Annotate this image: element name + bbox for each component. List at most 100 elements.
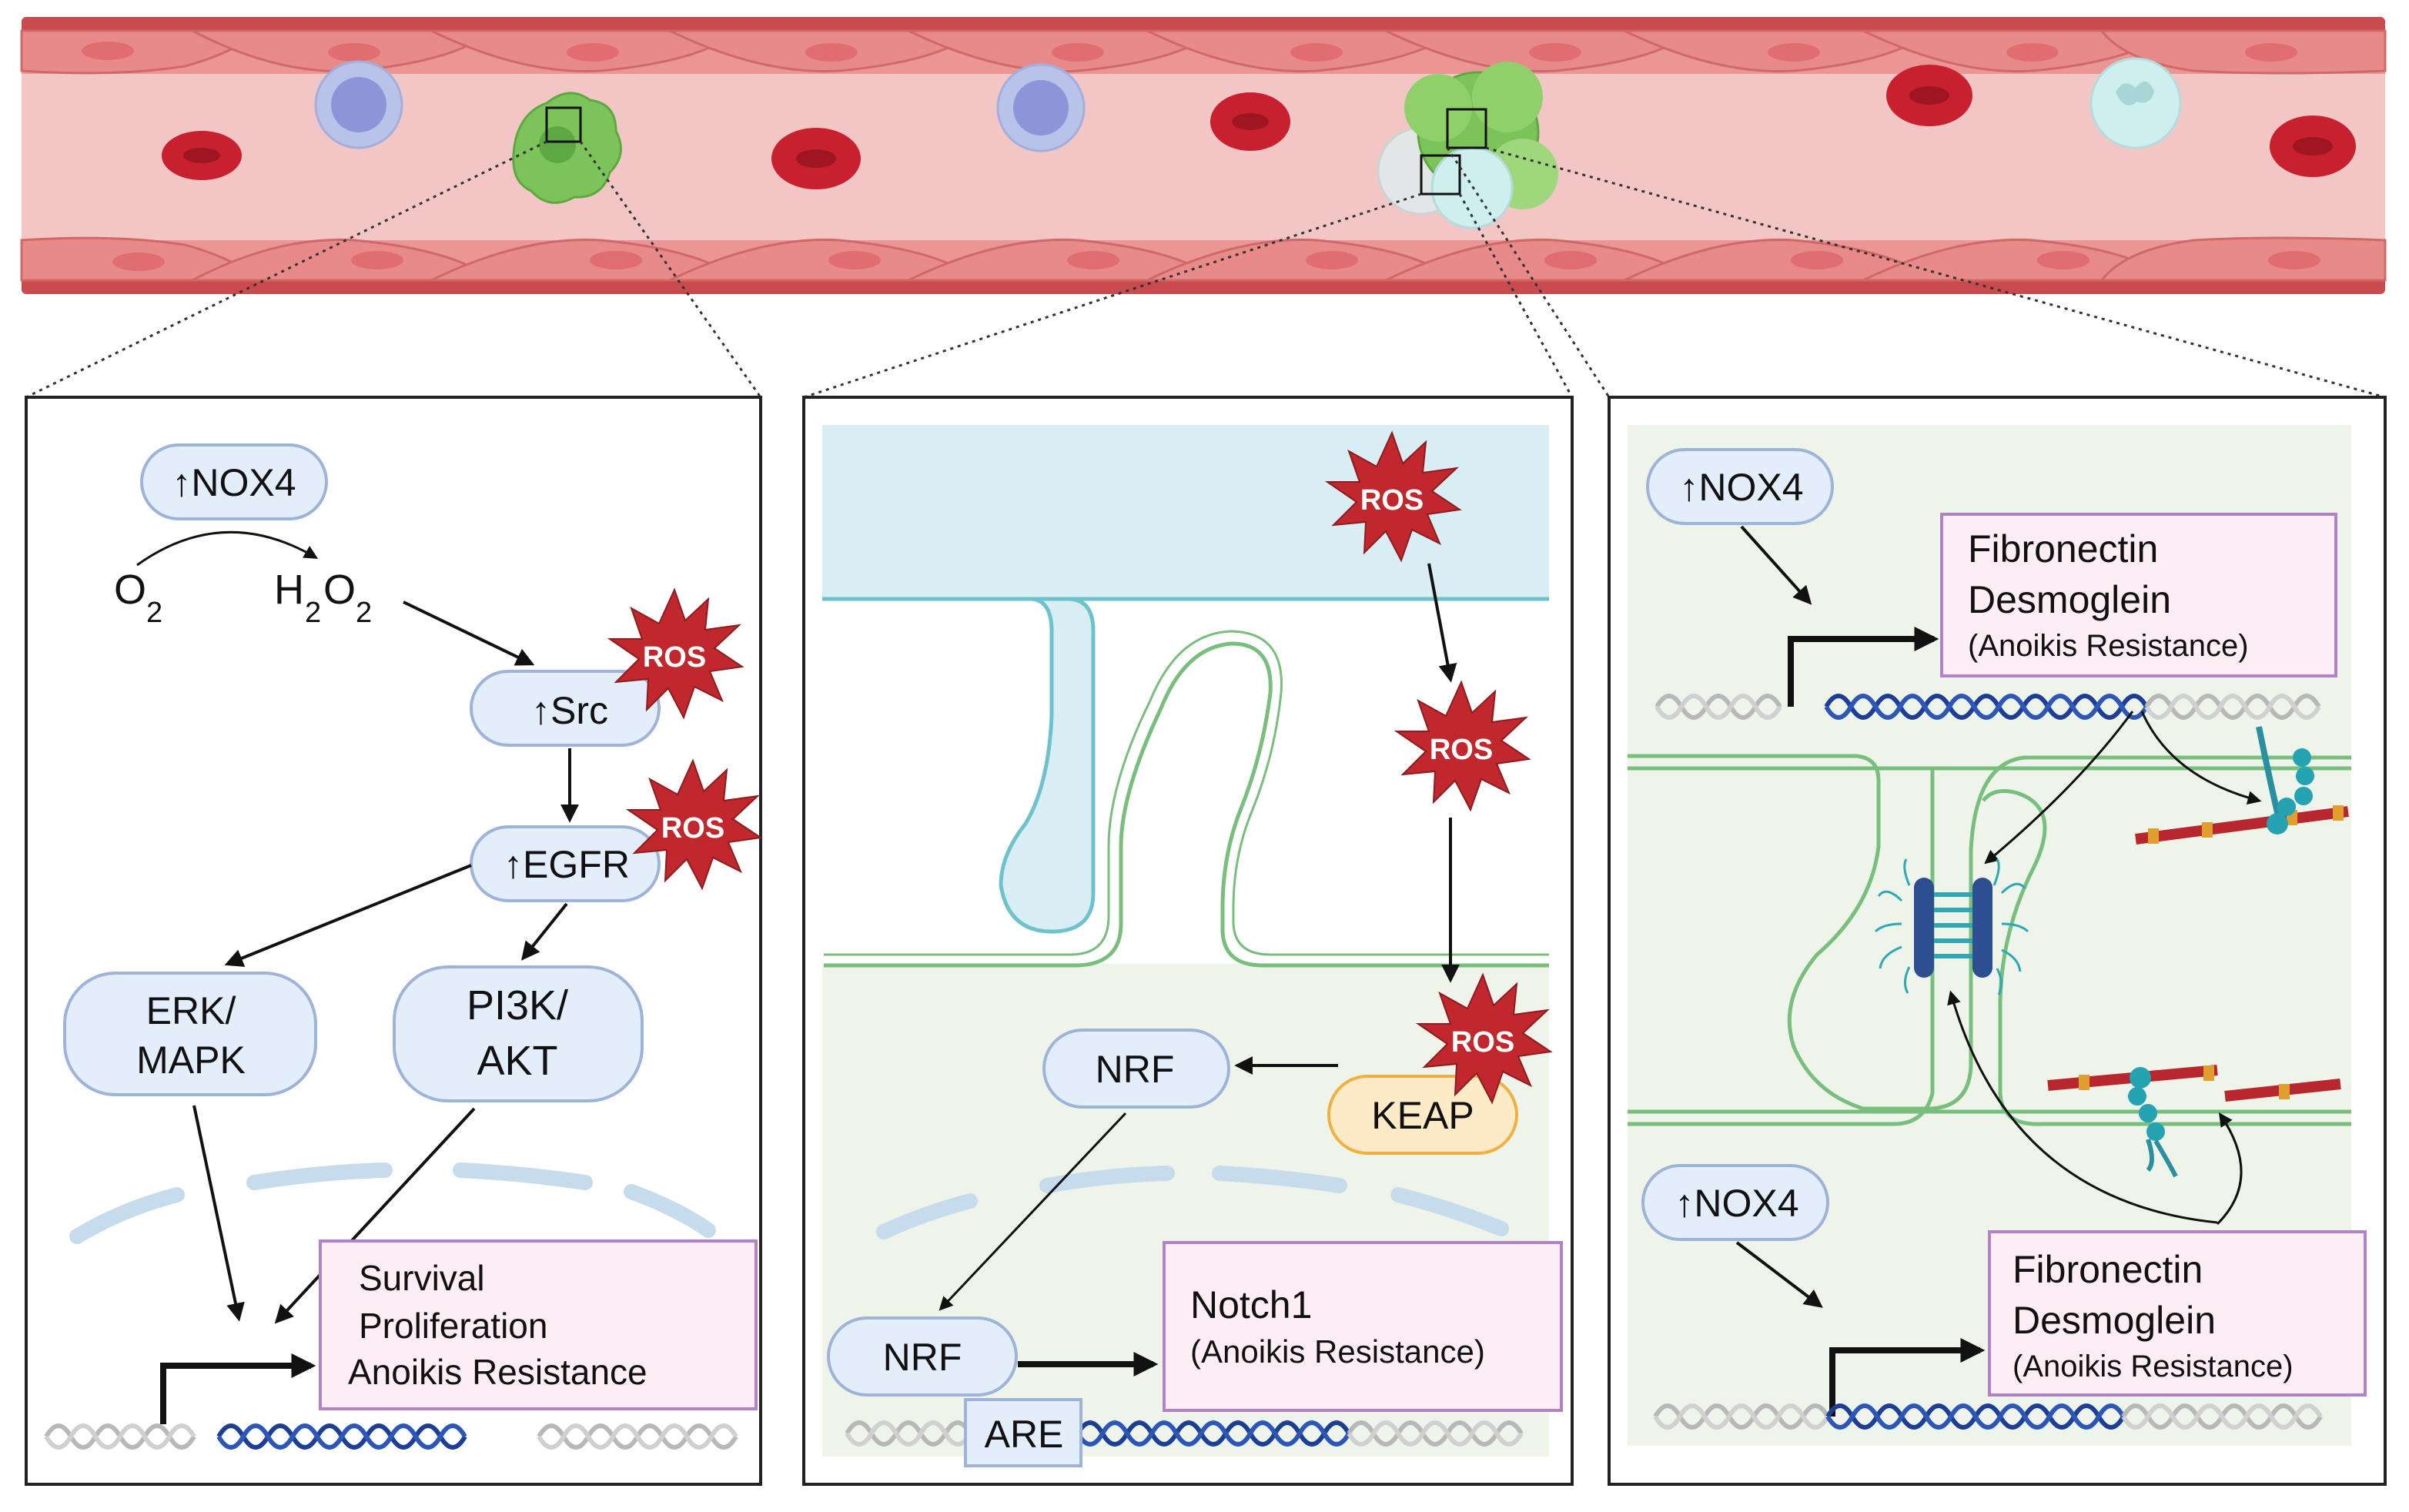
notch-line2: (Anoikis Resistance) [1190,1333,1485,1370]
o2-to-h2o2-arrow [136,530,319,567]
src-node: ↑Src [470,670,661,747]
erk-label-line2: MAPK [136,1039,246,1082]
desmosome-icon [1874,858,2029,995]
top-line2: Desmoglein [1968,578,2171,621]
svg-text:2: 2 [305,597,321,629]
svg-text:2: 2 [356,597,372,629]
h2o2-to-src-arrow [403,600,535,666]
bottom-to-desmosome-arrow [1947,990,2218,1224]
nox4-top-arrow [1740,525,1812,605]
endothelium-bottom [20,236,2387,282]
ros-burst: ROS [1415,972,1553,1105]
ros-burst: ROS [625,758,763,891]
zoom-lines [25,140,2386,399]
adhesion-genes-bottom-box: Fibronectin Desmoglein (Anoikis Resistan… [1988,1230,2367,1397]
outcome-line1: Survival [359,1258,485,1298]
egfr-label: ↑EGFR [504,843,630,886]
ros-burst: ROS [1324,430,1462,563]
ros-label: ROS [1360,484,1424,517]
ros-label: ROS [643,641,706,674]
erk-to-gene-arrow [192,1105,245,1322]
nox4-top-node: ↑NOX4 [1646,448,1834,525]
red-blood-cell [1886,65,1972,126]
are-label: ARE [985,1413,1064,1456]
nox4-top-label: ↑NOX4 [1679,466,1803,509]
notch1-box: Notch1 (Anoikis Resistance) [1163,1241,1563,1412]
top-line1: Fibronectin [1968,527,2158,570]
top-line3: (Anoikis Resistance) [1968,629,2249,663]
h2o2-label: H 2 O 2 [274,567,372,629]
keap-node: KEAP [1327,1075,1518,1155]
red-blood-cell [162,131,242,180]
erk-label-line1: ERK/ [146,989,236,1032]
pi3k-label-line2: AKT [477,1038,557,1084]
ros-entry-arrow [1427,563,1457,683]
nrf-translocation-arrow [939,1112,1127,1311]
outcome-line3: Anoikis Resistance [348,1352,647,1392]
adhesion-genes-top-box: Fibronectin Desmoglein (Anoikis Resistan… [1940,513,2337,677]
nox4-node: ↑NOX4 [140,443,328,520]
bottom-line2: Desmoglein [2013,1299,2216,1342]
outcome-line2: Proliferation [359,1306,547,1346]
red-blood-cell [1210,92,1290,151]
neutrophil-cell [2089,57,2182,149]
svg-text:H: H [274,567,304,613]
transcription-start-arrow [1829,1338,1986,1417]
egfr-node: ↑EGFR [470,825,661,902]
src-label: ↑Src [531,689,608,732]
pi3k-to-gene-arrow [274,1107,476,1324]
red-blood-cell [771,128,861,189]
pi3k-akt-node: PI3K/ AKT [393,965,644,1102]
svg-text:O: O [323,567,356,613]
egfr-to-erk-arrow [224,864,472,967]
o2-label: O 2 [114,567,162,629]
nrf-top-label: NRF [1096,1048,1175,1091]
extracellular-protrusion [824,597,1096,934]
ros-label: ROS [661,812,724,845]
ros-label: ROS [1451,1026,1514,1059]
nrf-bottom-label: NRF [883,1336,962,1379]
red-blood-cell [2270,115,2356,177]
endothelium-nuclei-top [82,42,2297,62]
white-blood-cell [996,63,1086,152]
nuclear-envelope [69,1162,716,1244]
svg-text:O: O [114,567,146,613]
cell-membrane-outer [824,630,1549,956]
transcription-start-arrow [1788,627,1939,707]
nox4-bottom-label: ↑NOX4 [1675,1182,1798,1225]
blood-vessel [20,17,2387,294]
fibronectin-top-icon [2135,726,2349,845]
nrf-cytoplasm-node: NRF [1042,1029,1230,1109]
ros-label: ROS [1430,734,1493,766]
cell-membrane [824,641,1549,968]
fibronectin-bottom-icon [2047,1065,2341,1178]
top-to-fibronectin-arrow [2140,711,2262,805]
dna-strand [845,1420,1524,1447]
top-to-desmosome-arrow [1984,711,2134,865]
panel-nrf-signaling: ROS ROS KEAP ROS NRF N [802,396,1574,1486]
nrf-nucleus-node: NRF [827,1316,1018,1397]
dna-strand [44,1423,738,1450]
nuclear-envelope [876,1166,1509,1239]
bottom-line3: (Anoikis Resistance) [2013,1350,2294,1383]
bottom-to-fibronectin-arrow [2216,1112,2243,1226]
endothelium-nuclei-bottom [112,251,2320,271]
erk-mapk-node: ERK/ MAPK [63,972,317,1096]
circulating-tumor-cell [512,92,622,204]
nox4-label: ↑NOX4 [172,461,296,504]
ros-burst: ROS [1394,680,1531,812]
panel-adhesion-signaling: ↑NOX4 Fibronectin Desmoglein (Anoikis Re… [1608,396,2387,1486]
svg-text:2: 2 [146,597,162,629]
white-blood-cell [314,60,403,149]
dna-strand [1655,694,2321,720]
bottom-line1: Fibronectin [2013,1248,2203,1291]
keap-label: KEAP [1371,1094,1474,1137]
egfr-to-pi3k-arrow [521,902,568,961]
transcription-start-arrow [160,1353,316,1424]
ros-burst: ROS [607,587,744,720]
panel-nox4-signaling: ↑NOX4 O 2 H 2 O 2 ↑Src ROS ↑EGFR R [25,396,763,1486]
nox4-bottom-node: ↑NOX4 [1641,1164,1829,1241]
outcome-box: Survival Proliferation Anoikis Resistanc… [319,1239,758,1410]
are-node: ARE [964,1398,1082,1467]
